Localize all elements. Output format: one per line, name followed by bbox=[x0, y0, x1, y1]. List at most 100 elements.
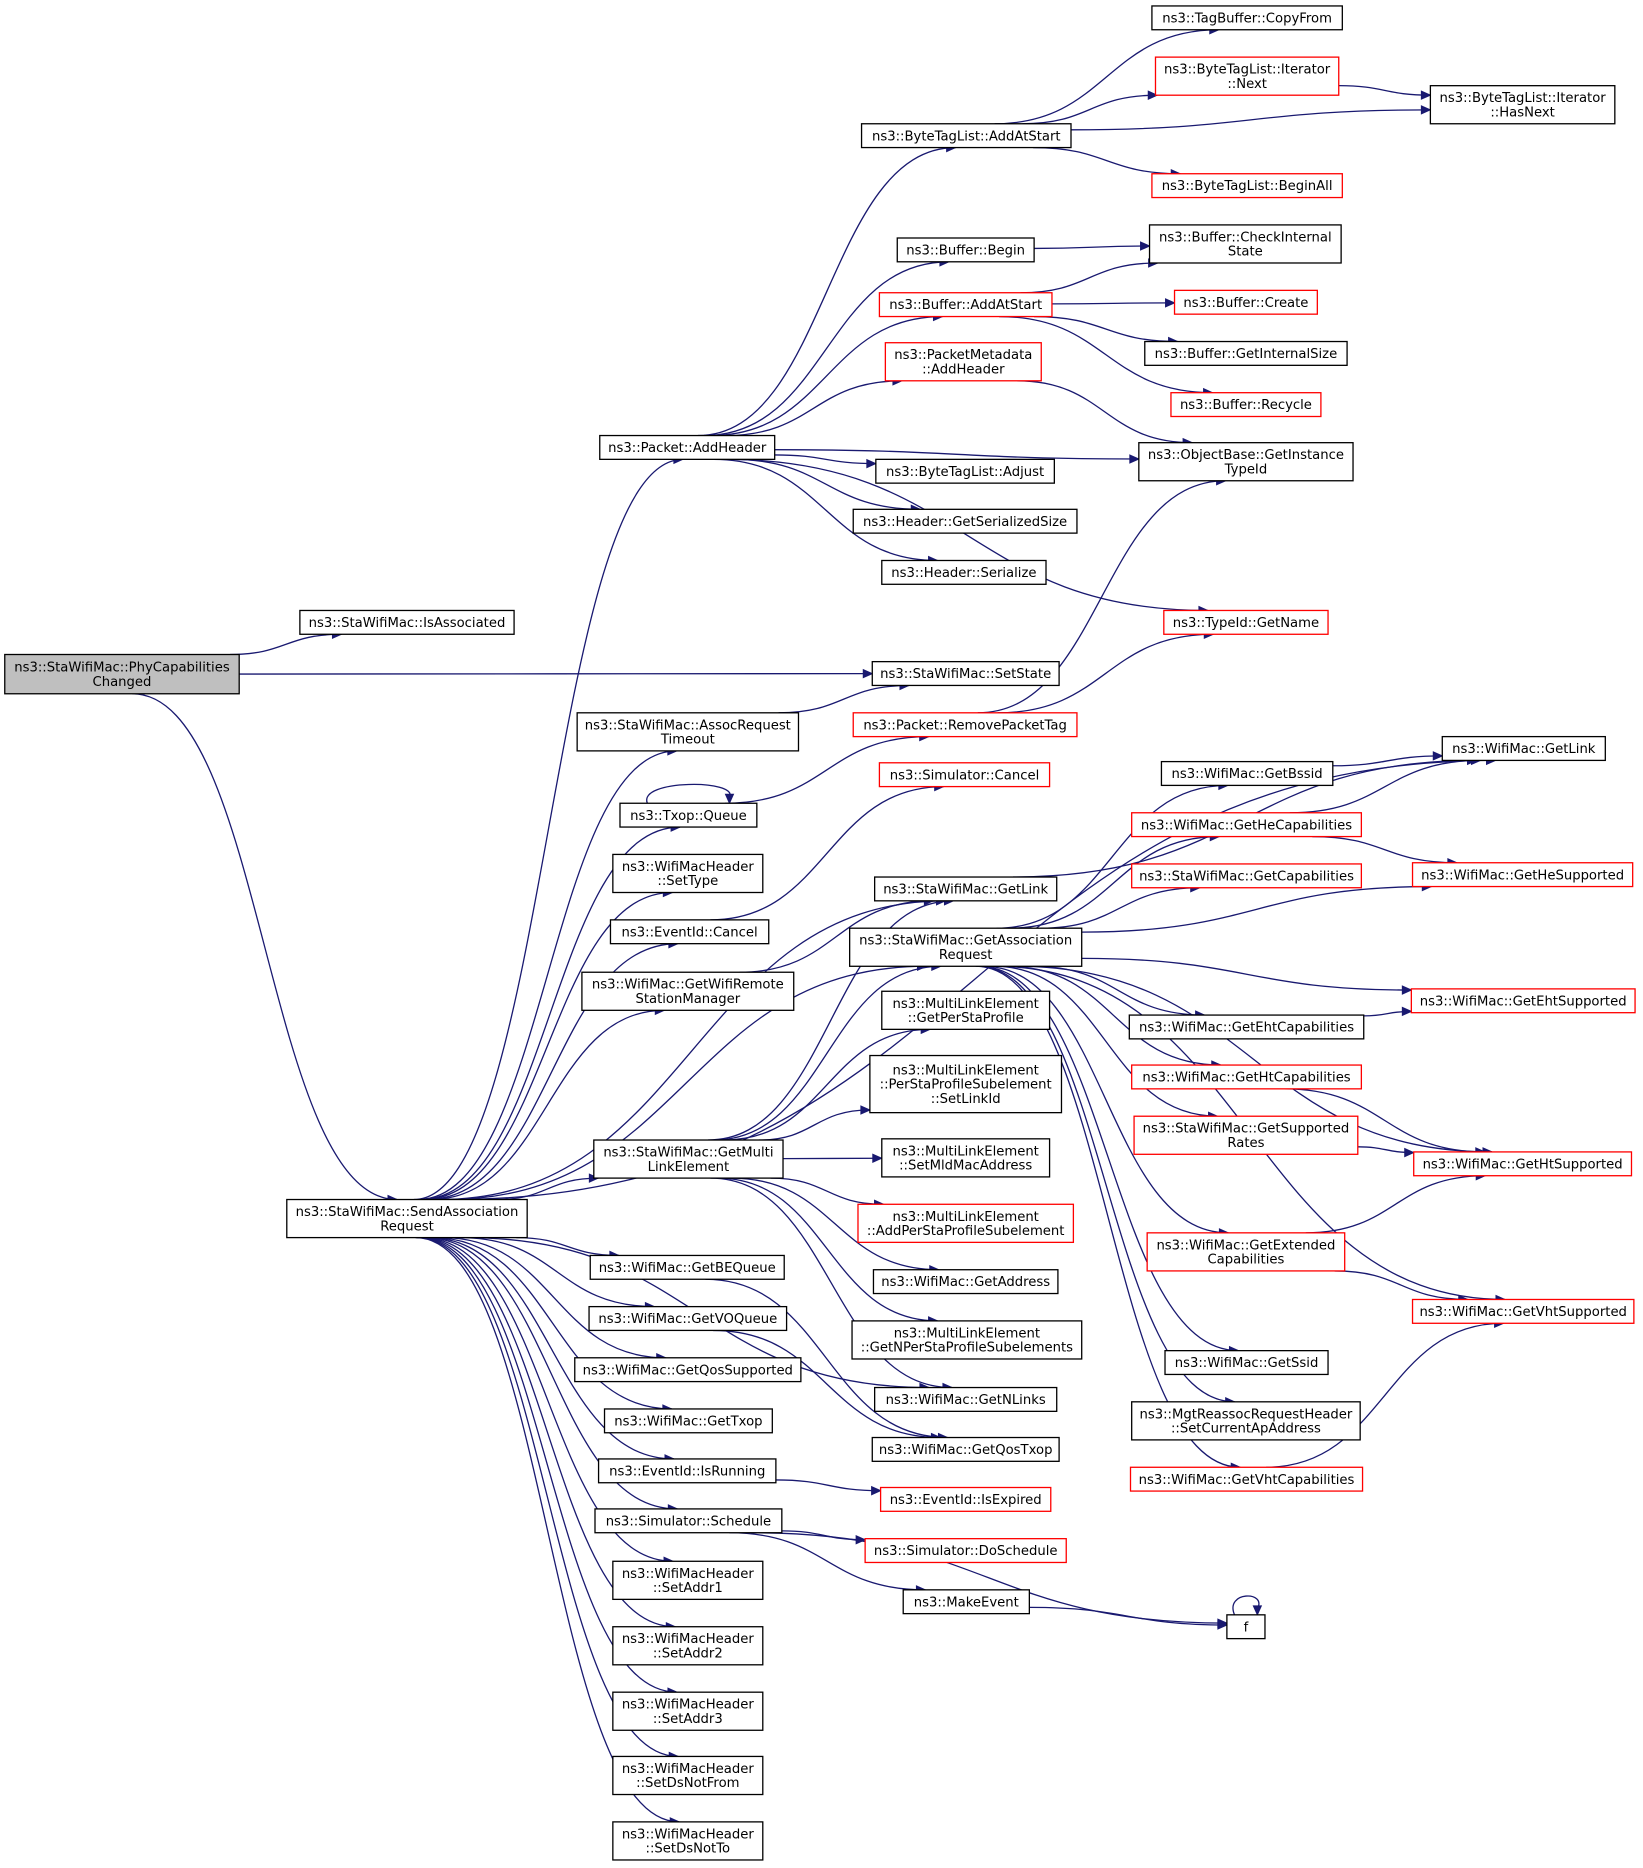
node-box bbox=[1170, 392, 1322, 418]
node-addpersta[interactable]: ns3::MultiLinkElement::AddPerStaProfileS… bbox=[857, 1203, 1075, 1244]
edge-isrunning-to-isexpired bbox=[775, 1479, 881, 1492]
edge-assocto-to-setstate bbox=[778, 684, 909, 714]
node-dosched[interactable]: ns3::Simulator::DoSchedule bbox=[864, 1538, 1067, 1564]
node-stagetlink[interactable]: ns3::StaWifiMac::GetLink bbox=[874, 876, 1058, 902]
node-isexpired[interactable]: ns3::EventId::IsExpired bbox=[879, 1486, 1052, 1512]
node-getnlinks[interactable]: ns3::WifiMac::GetNLinks bbox=[874, 1386, 1058, 1412]
node-dsnotfrom[interactable]: ns3::WifiMacHeader::SetDsNotFrom bbox=[612, 1755, 764, 1796]
node-qossup[interactable]: ns3::WifiMac::GetQosSupported bbox=[574, 1357, 802, 1383]
arrowhead-btladdatstart-to-itnext bbox=[1147, 90, 1159, 100]
node-gettxop[interactable]: ns3::WifiMac::GetTxop bbox=[603, 1408, 773, 1434]
node-hdrser[interactable]: ns3::Header::Serialize bbox=[881, 559, 1047, 585]
node-getqostxop[interactable]: ns3::WifiMac::GetQosTxop bbox=[871, 1436, 1060, 1462]
node-label: ns3::ByteTagList::BeginAll bbox=[1162, 179, 1333, 194]
node-getaddress[interactable]: ns3::WifiMac::GetAddress bbox=[872, 1269, 1059, 1295]
node-setaddr1[interactable]: ns3::WifiMacHeader::SetAddr1 bbox=[612, 1560, 764, 1601]
node-setaddr3[interactable]: ns3::WifiMacHeader::SetAddr3 bbox=[612, 1691, 764, 1731]
edge-bufaddatstart-to-recycle bbox=[999, 315, 1213, 394]
node-bufcreate[interactable]: ns3::Buffer::Create bbox=[1173, 289, 1318, 315]
node-schedule[interactable]: ns3::Simulator::Schedule bbox=[594, 1508, 783, 1534]
node-simcancel[interactable]: ns3::Simulator::Cancel bbox=[878, 762, 1051, 788]
arrowhead-getmle-to-setlinkid bbox=[860, 1105, 872, 1115]
edge-pktaddhdr-to-pmaddhdr bbox=[725, 380, 902, 437]
node-makeevent[interactable]: ns3::MakeEvent bbox=[902, 1589, 1031, 1615]
node-hecaps[interactable]: ns3::WifiMac::GetHeCapabilities bbox=[1131, 812, 1363, 838]
node-label: ns3::WifiMac::GetHeCapabilities bbox=[1141, 818, 1352, 833]
node-pktaddhdr[interactable]: ns3::Packet::AddHeader bbox=[599, 434, 776, 460]
node-isassoc[interactable]: ns3::StaWifiMac::IsAssociated bbox=[299, 609, 515, 635]
node-label: ::SetType bbox=[657, 874, 718, 889]
node-label: ns3::WifiMac::GetHtSupported bbox=[1423, 1157, 1623, 1172]
edge-btladdatstart-to-hasnext bbox=[1070, 109, 1431, 131]
node-box bbox=[576, 712, 800, 752]
node-hasnext[interactable]: ns3::ByteTagList::Iterator::HasNext bbox=[1429, 85, 1616, 125]
node-getbssid[interactable]: ns3::WifiMac::GetBssid bbox=[1160, 760, 1334, 787]
edge-getmle-to-getnlinks bbox=[710, 1177, 952, 1389]
node-label: Changed bbox=[93, 675, 152, 690]
node-label: ::Next bbox=[1227, 77, 1267, 92]
node-label: ::HasNext bbox=[1490, 105, 1554, 120]
node-dsnotto[interactable]: ns3::WifiMacHeader::SetDsNotTo bbox=[612, 1821, 764, 1861]
node-htcaps[interactable]: ns3::WifiMac::GetHtCapabilities bbox=[1131, 1064, 1363, 1090]
node-wmgetlink[interactable]: ns3::WifiMac::GetLink bbox=[1441, 735, 1606, 762]
node-itnext[interactable]: ns3::ByteTagList::Iterator::Next bbox=[1154, 56, 1340, 96]
node-txopq[interactable]: ns3::Txop::Queue bbox=[619, 802, 758, 828]
node-ehtsup[interactable]: ns3::WifiMac::GetEhtSupported bbox=[1410, 988, 1636, 1014]
edge-sendassoc-to-setaddr2 bbox=[419, 1236, 676, 1628]
node-setlinkid[interactable]: ns3::MultiLinkElement::PerStaProfileSube… bbox=[869, 1054, 1063, 1114]
node-box bbox=[879, 1486, 1052, 1512]
edge-remotestamgr-to-stagetlink bbox=[739, 900, 934, 973]
node-box bbox=[875, 458, 1055, 484]
node-voq[interactable]: ns3::WifiMac::GetVOQueue bbox=[588, 1305, 788, 1332]
node-ehtcaps[interactable]: ns3::WifiMac::GetEhtCapabilities bbox=[1128, 1014, 1365, 1040]
node-settype[interactable]: ns3::WifiMacHeader::SetType bbox=[612, 853, 764, 894]
node-beq[interactable]: ns3::WifiMac::GetBEQueue bbox=[589, 1254, 785, 1280]
node-removetag[interactable]: ns3::Packet::RemovePacketTag bbox=[852, 712, 1078, 738]
edge-sendassoc-to-assocto bbox=[417, 750, 677, 1201]
node-recycle[interactable]: ns3::Buffer::Recycle bbox=[1170, 392, 1322, 418]
node-setmld[interactable]: ns3::MultiLinkElement::SetMldMacAddress bbox=[881, 1138, 1051, 1178]
node-getintsize[interactable]: ns3::Buffer::GetInternalSize bbox=[1144, 340, 1348, 366]
node-hesup[interactable]: ns3::WifiMac::GetHeSupported bbox=[1411, 862, 1634, 888]
node-getnpersta[interactable]: ns3::MultiLinkElement::GetNPerStaProfile… bbox=[851, 1320, 1083, 1360]
node-evcancel[interactable]: ns3::EventId::Cancel bbox=[609, 919, 770, 945]
edge-extcaps-to-htsup bbox=[1305, 1175, 1486, 1234]
node-htsup[interactable]: ns3::WifiMac::GetHtSupported bbox=[1413, 1151, 1633, 1177]
node-getpersta[interactable]: ns3::MultiLinkElement::GetPerStaProfile bbox=[881, 990, 1051, 1031]
node-btladjust[interactable]: ns3::ByteTagList::Adjust bbox=[875, 458, 1055, 484]
node-hdrsersize[interactable]: ns3::Header::GetSerializedSize bbox=[852, 508, 1078, 534]
node-isrunning[interactable]: ns3::EventId::IsRunning bbox=[597, 1458, 777, 1484]
node-stacaps[interactable]: ns3::StaWifiMac::GetCapabilities bbox=[1131, 863, 1363, 889]
node-getname[interactable]: ns3::TypeId::GetName bbox=[1163, 609, 1329, 635]
node-tagcopy[interactable]: ns3::TagBuffer::CopyFrom bbox=[1151, 5, 1343, 31]
arrowhead-isrunning-to-isexpired bbox=[871, 1485, 882, 1496]
node-setstate[interactable]: ns3::StaWifiMac::SetState bbox=[871, 660, 1060, 687]
node-vhtsup[interactable]: ns3::WifiMac::GetVhtSupported bbox=[1411, 1298, 1635, 1324]
node-beginall[interactable]: ns3::ByteTagList::BeginAll bbox=[1151, 173, 1343, 199]
node-setaddr2[interactable]: ns3::WifiMacHeader::SetAddr2 bbox=[612, 1626, 764, 1666]
node-f[interactable]: f bbox=[1226, 1614, 1266, 1640]
node-remotestamgr[interactable]: ns3::WifiMac::GetWifiRemoteStationManage… bbox=[581, 971, 795, 1011]
node-bufbegin[interactable]: ns3::Buffer::Begin bbox=[896, 237, 1035, 263]
node-box bbox=[1151, 5, 1343, 31]
node-getssid[interactable]: ns3::WifiMac::GetSsid bbox=[1164, 1350, 1329, 1376]
node-btladdatstart[interactable]: ns3::ByteTagList::AddAtStart bbox=[860, 123, 1072, 149]
node-setcurap[interactable]: ns3::MgtReassocRequestHeader::SetCurrent… bbox=[1131, 1401, 1361, 1441]
edge-getassocreq-to-setcurap bbox=[976, 965, 1235, 1403]
node-box bbox=[594, 1508, 783, 1534]
node-bufaddatstart[interactable]: ns3::Buffer::AddAtStart bbox=[878, 292, 1053, 318]
node-vhtcaps[interactable]: ns3::WifiMac::GetVhtCapabilities bbox=[1129, 1466, 1364, 1492]
node-pmaddhdr[interactable]: ns3::PacketMetadata::AddHeader bbox=[884, 342, 1042, 382]
node-box bbox=[1164, 1350, 1329, 1376]
node-label: ns3::MultiLinkElement bbox=[894, 1326, 1040, 1341]
node-label: ::SetMldMacAddress bbox=[899, 1159, 1032, 1174]
